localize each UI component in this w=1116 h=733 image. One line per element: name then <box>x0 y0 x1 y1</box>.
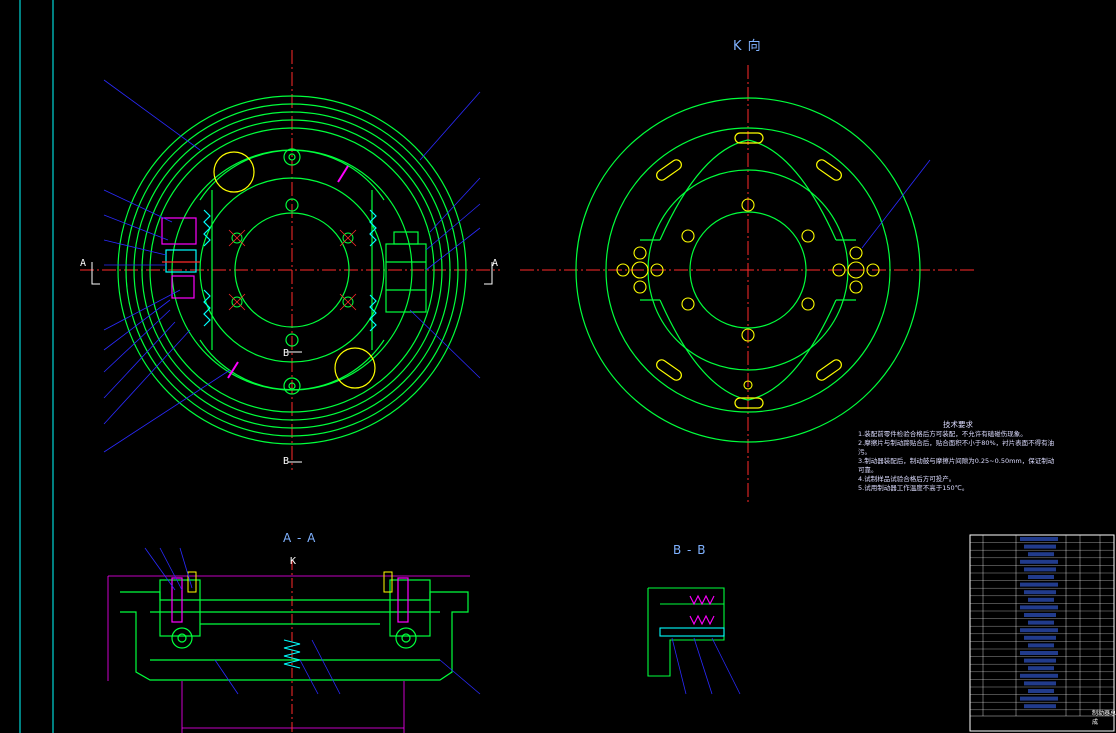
bom-cell-text <box>1020 696 1058 701</box>
drawing-frame <box>19 0 54 733</box>
tech-line: 3.制动器装配后，制动鼓与摩擦片间隙为0.25~0.50mm，保证制动可靠。 <box>858 457 1055 474</box>
bom-cell-text <box>1028 575 1054 579</box>
bom-cell-text <box>1028 620 1054 625</box>
bom-cell-text <box>1024 590 1056 595</box>
bom-cell-text <box>1024 544 1056 549</box>
k-arrow-label: K <box>290 556 297 567</box>
bom-cell-text <box>1020 651 1058 655</box>
bom-cell-text <box>1020 559 1058 564</box>
tech-line: 5.试用制动器工作温度不高于150℃。 <box>858 484 969 492</box>
bom-cell-text <box>1024 567 1056 572</box>
bom-cell-text <box>1028 552 1054 557</box>
tech-title: 技术要求 <box>943 420 973 429</box>
k-view-label: K 向 <box>733 39 762 54</box>
wheel-cylinder <box>369 209 427 332</box>
cut-b-bottom-label: B <box>283 456 290 467</box>
section-aa-label: A - A <box>283 531 317 545</box>
section-bb <box>647 587 741 695</box>
bom-cell-text <box>1020 628 1058 633</box>
cut-a-left-label: A <box>80 258 87 269</box>
bom-cell-text <box>1024 681 1056 686</box>
bom-cell-text <box>1028 689 1054 693</box>
cut-b-top-label: B <box>283 348 290 359</box>
bom-cell-text <box>1024 635 1056 640</box>
section-bb-label: B - B <box>673 543 707 557</box>
bom-cell-text <box>1028 597 1054 602</box>
bom-cell-text <box>1028 643 1054 648</box>
section-aa <box>107 547 481 733</box>
bom-cell-text <box>1028 666 1054 671</box>
front-view <box>80 50 500 470</box>
bom-cell-text <box>1020 537 1058 541</box>
cut-a-right-label: A <box>492 258 499 269</box>
tech-line: 2.摩擦片与制动蹄贴合后，贴合面积不小于80%，衬片表面不得有油污。 <box>858 439 1055 456</box>
tech-line: 1.装配前零件检验合格后方可装配，不允许有磕碰伤现象。 <box>858 430 1027 438</box>
title-block-caption: 制动器总成 <box>1092 710 1116 726</box>
bom-cell-text <box>1020 673 1058 678</box>
bom-cell-text <box>1020 605 1058 610</box>
bom-cell-text <box>1020 582 1058 587</box>
bom-cell-text <box>1024 704 1056 709</box>
title-block <box>969 534 1115 732</box>
tech-line: 4.试制样品试验合格后方可投产。 <box>858 475 956 483</box>
bom-cell-text <box>1024 613 1056 617</box>
left-adjuster <box>161 209 211 327</box>
technical-requirements: 技术要求 1.装配前零件检验合格后方可装配，不允许有磕碰伤现象。 2.摩擦片与制… <box>858 420 1058 493</box>
bom-cell-text <box>1024 658 1056 663</box>
k-view <box>520 65 975 505</box>
